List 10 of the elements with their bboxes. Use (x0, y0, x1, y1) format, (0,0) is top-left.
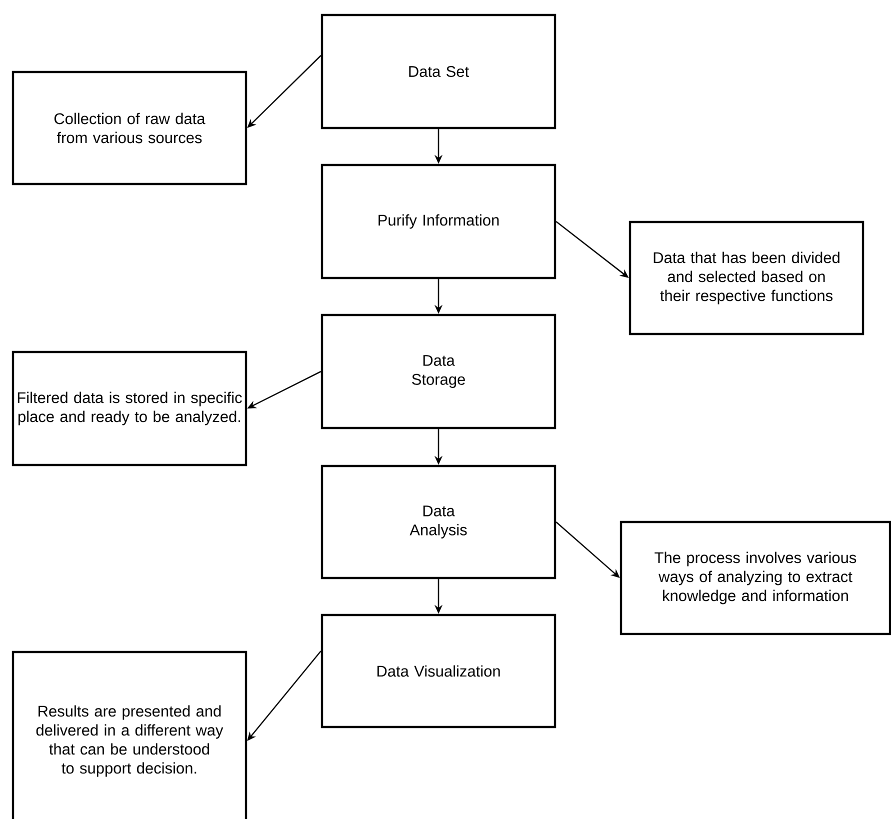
note-box: Filtered data is stored in specific place and ready to be analyzed. (12, 350, 248, 466)
note-box: Results are presented and delivered in a different way that can be understood to support decision. (12, 650, 248, 819)
process-box: Data Set (320, 14, 556, 130)
note-box: Collection of raw data from various sources (12, 70, 248, 186)
process-box: Data Visualization (320, 614, 556, 728)
process-box: Data Storage (320, 314, 556, 430)
note-box: The process involves various ways of analyzing to extract knowledge and information (620, 520, 891, 636)
note-box: Data that has been divided and selected based on their respective functions (628, 220, 864, 336)
process-box: Purify Information (320, 164, 556, 280)
process-box: Data Analysis (320, 464, 556, 580)
